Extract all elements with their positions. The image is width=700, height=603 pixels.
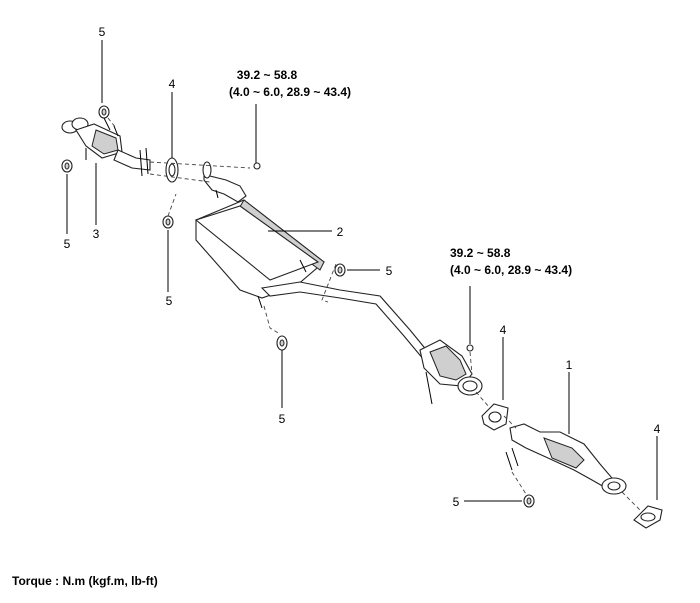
- catalytic-converter: [419, 339, 483, 405]
- torque-spec-right: 39.2 ~ 58.8 (4.0 ~ 6.0, 28.9 ~ 43.4): [450, 246, 572, 277]
- nut-top-left: [98, 105, 110, 119]
- nut-center-right: [334, 263, 346, 277]
- torque-right-conversion: (4.0 ~ 6.0, 28.9 ~ 43.4): [450, 263, 572, 277]
- callout-5-hanger: 5: [166, 294, 173, 308]
- callout-5-left: 5: [64, 237, 71, 251]
- callout-5-center-bottom: 5: [279, 412, 286, 426]
- nut-front-pipe: [523, 494, 535, 508]
- callout-5-front-pipe: 5: [453, 495, 460, 509]
- rear-tailpipe-assembly: [61, 117, 151, 177]
- torque-top-conversion: (4.0 ~ 6.0, 28.9 ~ 43.4): [229, 85, 351, 99]
- nut-left: [61, 159, 73, 173]
- callout-5-center-right: 5: [386, 264, 393, 278]
- gasket-middle: [481, 403, 509, 431]
- callout-4-middle: 4: [500, 323, 507, 337]
- torque-units-note: Torque : N.m (kgf.m, lb-ft): [12, 574, 158, 588]
- assembly-guide-lines: [107, 117, 641, 511]
- callout-5-top-left: 5: [99, 25, 106, 39]
- callout-1: 1: [566, 358, 573, 372]
- nut-hanger-left: [162, 215, 174, 229]
- leader-lines: [66, 40, 658, 502]
- torque-spec-top: 39.2 ~ 58.8 (4.0 ~ 6.0, 28.9 ~ 43.4): [229, 68, 351, 99]
- callout-4-upper: 4: [169, 77, 176, 91]
- torque-top-value: 39.2 ~ 58.8: [237, 68, 298, 82]
- callout-labels: 5 5 3 4 5 2 5 5 4 1 4 5: [64, 25, 661, 509]
- gasket-upper: [165, 157, 179, 183]
- nut-top-bolt: [253, 162, 261, 170]
- nut-cat-bolt: [466, 344, 474, 352]
- callout-4-lower: 4: [654, 422, 661, 436]
- callout-3: 3: [93, 227, 100, 241]
- nut-center-bottom: [276, 335, 288, 351]
- torque-right-value: 39.2 ~ 58.8: [450, 246, 511, 260]
- front-pipe-assembly: [505, 423, 627, 495]
- callout-2: 2: [337, 225, 344, 239]
- center-muffler-assembly: [194, 161, 429, 361]
- gasket-lower: [633, 505, 663, 529]
